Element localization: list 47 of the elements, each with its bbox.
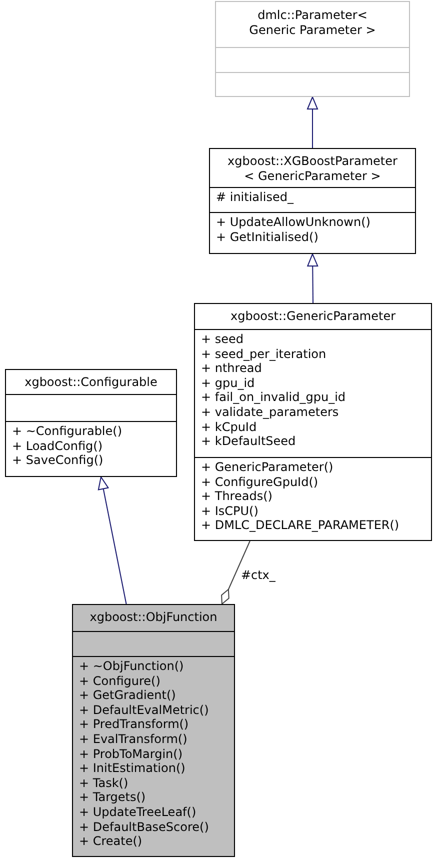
class-name: xgboost::ObjFunction (88, 610, 218, 625)
member-name: + DefaultBaseScore() (79, 820, 209, 834)
member-name: + IsCPU() (201, 504, 258, 518)
member-name: + SaveConfig() (12, 453, 104, 468)
member-name: + GetGradient() (79, 688, 176, 703)
member-name: + fail_on_invalid_gpu_id (201, 390, 346, 405)
class-box (215, 1, 410, 97)
member-name: + kDefaultSeed (201, 434, 296, 449)
class-name: dmlc::Parameter< Generic Parameter > (248, 8, 377, 38)
member-name: + InitEstimation() (79, 761, 186, 776)
class-box (72, 604, 235, 857)
member-name: + validate_parameters (201, 404, 339, 420)
member-name: + Task() (79, 776, 128, 790)
member-name: + ProbToMargin() (79, 746, 183, 762)
class-box (5, 369, 177, 477)
member-name: + DMLC_DECLARE_PARAMETER() (201, 518, 400, 533)
member-name: + UpdateAllowUnknown() (216, 215, 370, 230)
member-name: + UpdateTreeLeaf() (79, 804, 196, 820)
member-name: + GetInitialised() (216, 230, 318, 244)
member-name: + ~Configurable() (12, 424, 122, 439)
edge-label: #ctx_ (240, 568, 276, 582)
class-name: xgboost::Configurable (24, 375, 158, 390)
member-name: + GenericParameter() (201, 460, 334, 475)
member-name: + gpu_id (201, 376, 255, 390)
member-name: + seed_per_iteration (201, 346, 326, 362)
member-name: # initialised_ (216, 190, 294, 205)
member-name: + PredTransform() (79, 717, 189, 732)
inheritance-arrow (98, 476, 127, 604)
inheritance-arrow (307, 96, 318, 148)
member-name: + seed (201, 332, 244, 347)
class-box (209, 148, 416, 254)
class-box (194, 303, 432, 541)
member-name: + ~ObjFunction() (79, 659, 184, 674)
class-name: xgboost::XGBoostParameter < GenericParameter > (226, 154, 398, 184)
member-name: + kCpuId (201, 420, 257, 434)
member-name: + Configure() (79, 674, 160, 688)
member-name: + LoadConfig() (12, 438, 103, 454)
member-name: + Threads() (201, 489, 272, 504)
member-name: + nthread (201, 361, 262, 376)
aggregation-connector (221, 540, 250, 604)
member-name: + Targets() (79, 790, 146, 805)
member-name: + DefaultEvalMetric() (79, 702, 209, 718)
member-name: + ConfigureGpuId() (201, 474, 318, 490)
member-name: + EvalTransform() (79, 732, 188, 747)
inheritance-arrow (307, 254, 318, 304)
class-name: xgboost::GenericParameter (229, 309, 397, 324)
member-name: + Create() (79, 834, 142, 849)
